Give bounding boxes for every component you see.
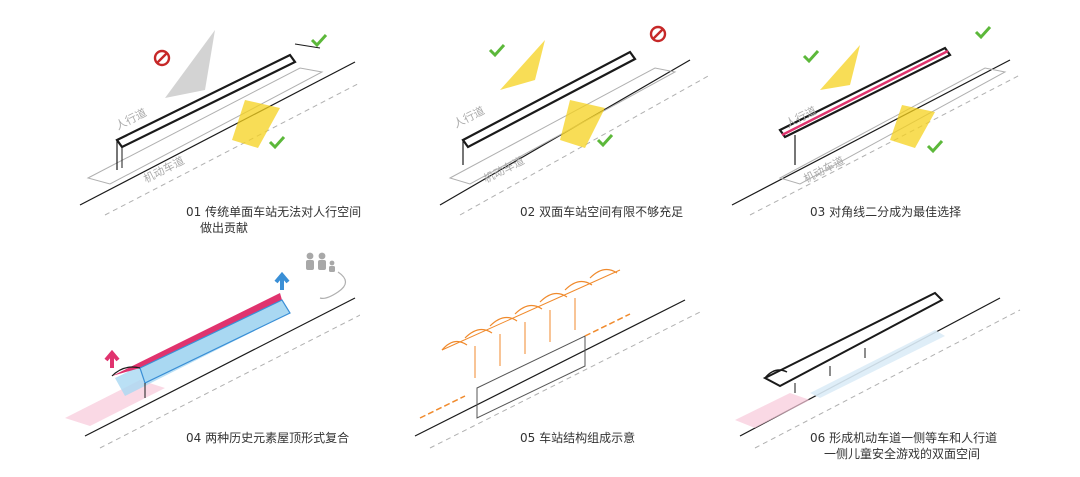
caption-06: 06 形成机动车道一侧等车和人行道 一侧儿童安全游戏的双面空间 <box>810 430 997 462</box>
panel-04: 04 两种历史元素屋顶形式复合 <box>0 238 360 476</box>
check-icon <box>804 51 818 61</box>
road-label: 机动车道 <box>801 153 847 185</box>
panel-02: 人行道 机动车道 02 双面车站空间有限不够充足 <box>360 0 720 238</box>
check-icon <box>490 45 504 55</box>
caption-04: 04 两种历史元素屋顶形式复合 <box>186 430 349 446</box>
check-icon <box>976 27 990 37</box>
up-arrow-icon <box>106 353 118 368</box>
panel-01-drawing: 人行道 机动车道 <box>0 0 360 238</box>
caption-05: 05 车站结构组成示意 <box>520 430 635 446</box>
check-icon <box>928 141 942 151</box>
panel-02-drawing: 人行道 机动车道 <box>360 0 720 238</box>
caption-02: 02 双面车站空间有限不够充足 <box>520 204 683 220</box>
panel-06: 06 形成机动车道一侧等车和人行道 一侧儿童安全游戏的双面空间 <box>720 238 1080 476</box>
panel-01: 人行道 机动车道 01 传统单面车站无法对人行空间 做出贡献 <box>0 0 360 238</box>
panel-05: 05 车站结构组成示意 <box>360 238 720 476</box>
panel-03: 人行道 机动车道 03 对角线二分成为最佳选择 <box>720 0 1080 238</box>
check-icon <box>598 135 612 145</box>
up-arrow-icon <box>276 275 288 290</box>
check-icon <box>312 35 326 45</box>
caption-01: 01 传统单面车站无法对人行空间 做出贡献 <box>186 204 361 236</box>
caption-03: 03 对角线二分成为最佳选择 <box>810 204 961 220</box>
family-icon <box>306 253 335 272</box>
check-icon <box>270 137 284 147</box>
sidewalk-label: 人行道 <box>113 105 149 132</box>
panel-03-drawing: 人行道 机动车道 <box>720 0 1080 238</box>
sidewalk-label: 人行道 <box>451 103 487 130</box>
